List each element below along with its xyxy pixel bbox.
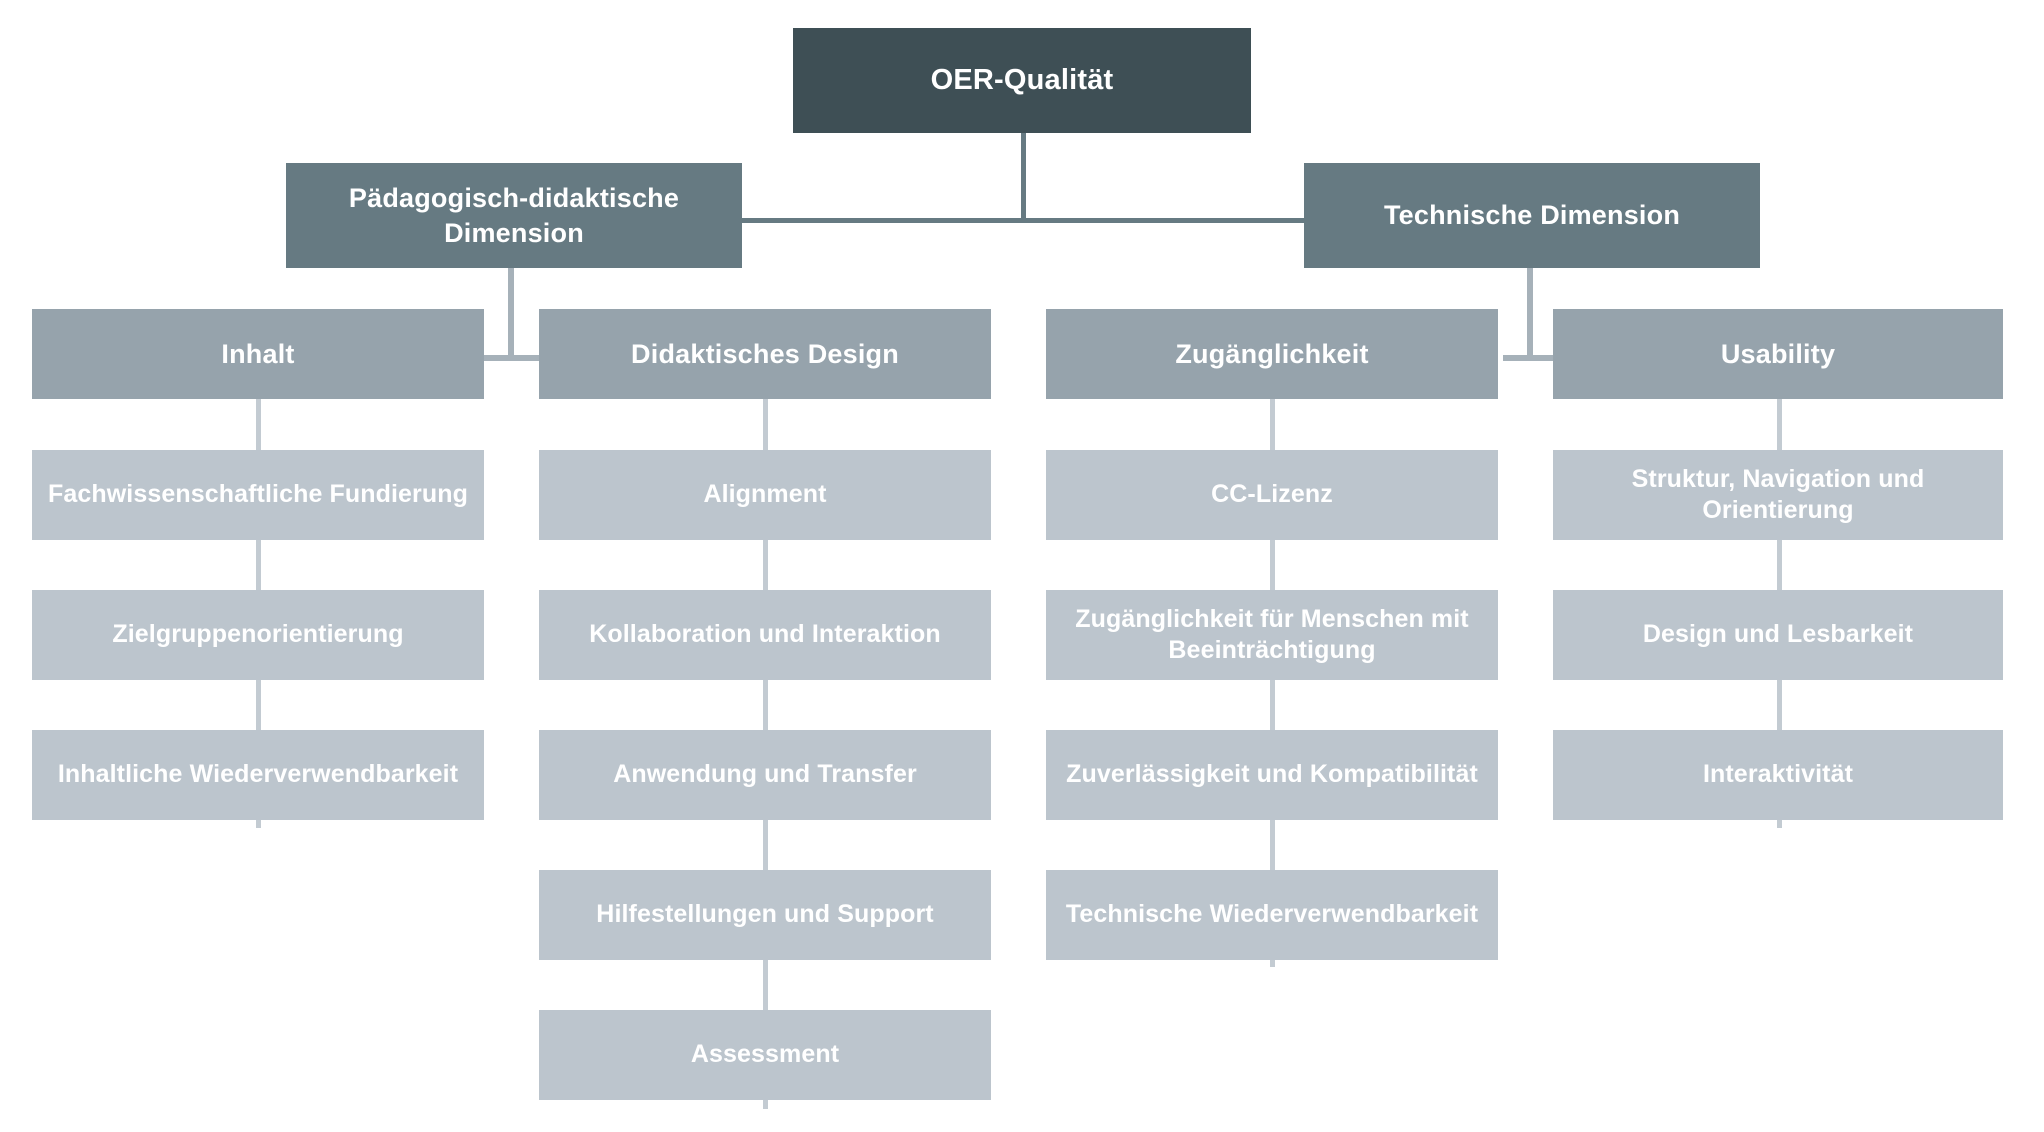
node-label: Pädagogisch-didaktische Dimension (348, 183, 680, 248)
node-label: Hilfestellungen und Support (596, 900, 934, 929)
connector-zugaenglichkeit-spine (1270, 399, 1275, 967)
node-label: Struktur, Navigation und Orientierung (1631, 464, 1925, 525)
node-label: Anwendung und Transfer (613, 760, 917, 789)
node-criterion-interaktivitaet[interactable]: Interaktivität (1553, 730, 2003, 820)
node-criterion-hilfestellungen-und-support[interactable]: Hilfestellungen und Support (539, 870, 991, 960)
node-dimension-technische[interactable]: Technische Dimension (1304, 163, 1760, 268)
node-criterion-zuverlaessigkeit-und-kompatibilitaet[interactable]: Zuverlässigkeit und Kompatibilität (1046, 730, 1498, 820)
connector-dimension-bar (740, 218, 1306, 223)
connector-root-stem (1021, 133, 1026, 221)
node-criterion-zugaenglichkeit-fuer-menschen-mit-beeintraechtigung[interactable]: Zugänglichkeit für Menschen mit Beeinträ… (1046, 590, 1498, 680)
node-criterion-zielgruppenorientierung[interactable]: Zielgruppenorientierung (32, 590, 484, 680)
node-label: Inhaltliche Wiederverwendbarkeit (57, 760, 459, 789)
node-criterion-inhaltliche-wiederverwendbarkeit[interactable]: Inhaltliche Wiederverwendbarkeit (32, 730, 484, 820)
node-criterion-struktur-navigation-und-orientierung[interactable]: Struktur, Navigation und Orientierung (1553, 450, 2003, 540)
node-criterion-anwendung-und-transfer[interactable]: Anwendung und Transfer (539, 730, 991, 820)
connector-technical-bar (1503, 355, 1559, 361)
node-label: Inhalt (221, 338, 295, 369)
node-criterion-assessment[interactable]: Assessment (539, 1010, 991, 1100)
node-label: Assessment (690, 1040, 840, 1069)
node-label: CC-Lizenz (1211, 480, 1333, 509)
node-category-inhalt[interactable]: Inhalt (32, 309, 484, 399)
node-label: Zugänglichkeit für Menschen mit Beeinträ… (1075, 604, 1469, 665)
node-label: Technische Wiederverwendbarkeit (1065, 900, 1479, 929)
node-label: Usability (1720, 338, 1836, 369)
node-criterion-kollaboration-und-interaktion[interactable]: Kollaboration und Interaktion (539, 590, 991, 680)
connector-technical-stem (1527, 268, 1533, 359)
node-category-usability[interactable]: Usability (1553, 309, 2003, 399)
node-criterion-fachwissenschaftliche-fundierung[interactable]: Fachwissenschaftliche Fundierung (32, 450, 484, 540)
node-criterion-cc-lizenz[interactable]: CC-Lizenz (1046, 450, 1498, 540)
node-label: Zielgruppenorientierung (112, 620, 404, 649)
node-label: OER-Qualität (930, 64, 1114, 97)
node-dimension-paedagogisch-didaktisch[interactable]: Pädagogisch-didaktische Dimension (286, 163, 742, 268)
node-label: Zugänglichkeit (1175, 338, 1369, 369)
node-criterion-design-und-lesbarkeit[interactable]: Design und Lesbarkeit (1553, 590, 2003, 680)
node-label: Kollaboration und Interaktion (589, 620, 941, 649)
node-label: Zuverlässigkeit und Kompatibilität (1066, 760, 1478, 789)
node-label: Technische Dimension (1383, 200, 1681, 231)
node-criterion-alignment[interactable]: Alignment (539, 450, 991, 540)
node-category-zugaenglichkeit[interactable]: Zugänglichkeit (1046, 309, 1498, 399)
connector-pedagogical-bar (484, 355, 540, 361)
node-label: Alignment (703, 480, 827, 509)
connector-pedagogical-stem (508, 268, 514, 359)
node-label: Didaktisches Design (631, 338, 899, 369)
node-category-didaktisches-design[interactable]: Didaktisches Design (539, 309, 991, 399)
node-criterion-technische-wiederverwendbarkeit[interactable]: Technische Wiederverwendbarkeit (1046, 870, 1498, 960)
node-root-oer-qualitaet[interactable]: OER-Qualität (793, 28, 1251, 133)
node-label: Design und Lesbarkeit (1642, 620, 1914, 649)
node-label: Interaktivität (1702, 760, 1854, 789)
node-label: Fachwissenschaftliche Fundierung (48, 480, 468, 509)
